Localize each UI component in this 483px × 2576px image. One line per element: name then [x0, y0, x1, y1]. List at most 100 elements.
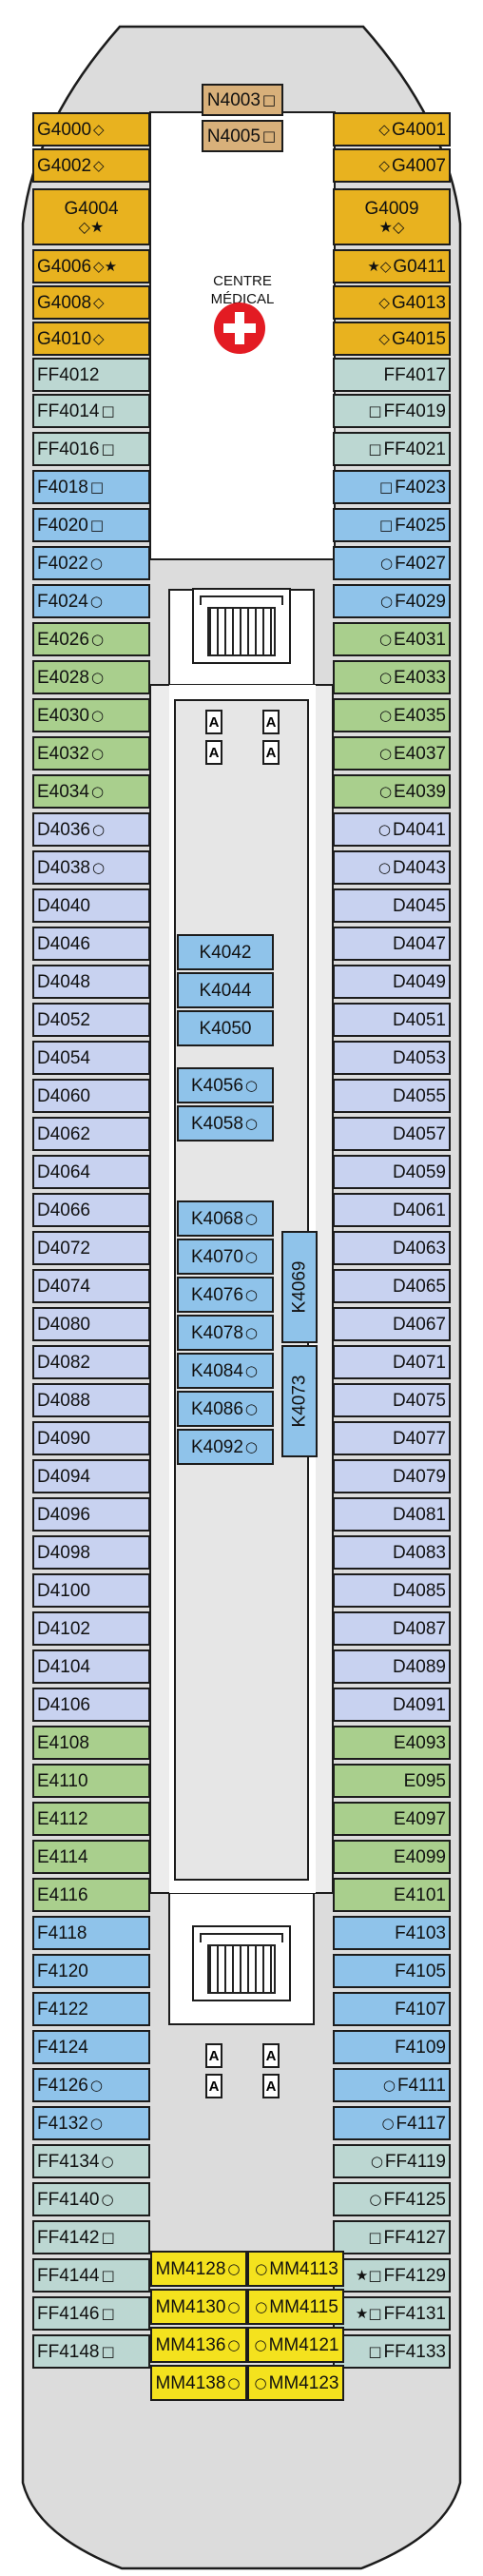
cabin-e4037[interactable]: ○E4037: [333, 736, 451, 771]
cabin-d4057[interactable]: D4057: [333, 1117, 451, 1151]
cabin-mm4113[interactable]: ○MM4113: [247, 2251, 344, 2287]
cabin-g4009[interactable]: G4009★◇: [333, 188, 451, 245]
cabin-e4030[interactable]: E4030○: [32, 698, 150, 732]
cabin-e4112[interactable]: E4112: [32, 1802, 150, 1836]
cabin-d4049[interactable]: D4049: [333, 965, 451, 999]
cabin-ff4140[interactable]: FF4140○: [32, 2182, 150, 2216]
cabin-e4033[interactable]: ○E4033: [333, 660, 451, 694]
cabin-f4111[interactable]: ○F4111: [333, 2068, 451, 2102]
cabin-d4054[interactable]: D4054: [32, 1041, 150, 1075]
cabin-d4090[interactable]: D4090: [32, 1421, 150, 1455]
cabin-d4087[interactable]: D4087: [333, 1611, 451, 1646]
cabin-f4027[interactable]: ○F4027: [333, 546, 451, 580]
cabin-k4070[interactable]: K4070○: [177, 1239, 274, 1275]
cabin-f4018[interactable]: F4018□: [32, 470, 150, 504]
cabin-f4024[interactable]: F4024○: [32, 584, 150, 618]
cabin-d4048[interactable]: D4048: [32, 965, 150, 999]
cabin-d4063[interactable]: D4063: [333, 1231, 451, 1265]
cabin-f4107[interactable]: F4107: [333, 1992, 451, 2026]
cabin-k4073[interactable]: K4073: [281, 1345, 318, 1457]
cabin-e4101[interactable]: E4101: [333, 1878, 451, 1912]
cabin-d4046[interactable]: D4046: [32, 927, 150, 961]
cabin-d4094[interactable]: D4094: [32, 1459, 150, 1493]
cabin-ff4016[interactable]: FF4016□: [32, 432, 150, 466]
cabin-f4126[interactable]: F4126○: [32, 2068, 150, 2102]
cabin-f4120[interactable]: F4120: [32, 1954, 150, 1988]
cabin-d4064[interactable]: D4064: [32, 1155, 150, 1189]
cabin-k4068[interactable]: K4068○: [177, 1200, 274, 1237]
cabin-d4091[interactable]: D4091: [333, 1688, 451, 1722]
cabin-ff4129[interactable]: ★□FF4129: [333, 2258, 451, 2293]
cabin-k4084[interactable]: K4084○: [177, 1353, 274, 1389]
cabin-g4001[interactable]: ◇G4001: [333, 112, 451, 146]
cabin-e4099[interactable]: E4099: [333, 1840, 451, 1874]
cabin-d4038[interactable]: D4038○: [32, 850, 150, 885]
cabin-d4098[interactable]: D4098: [32, 1535, 150, 1570]
cabin-d4060[interactable]: D4060: [32, 1079, 150, 1113]
cabin-g4004[interactable]: G4004◇★: [32, 188, 150, 245]
cabin-mm4136[interactable]: MM4136○: [150, 2327, 247, 2363]
cabin-mm4115[interactable]: ○MM4115: [247, 2289, 344, 2325]
cabin-d4071[interactable]: D4071: [333, 1345, 451, 1379]
cabin-f4118[interactable]: F4118: [32, 1916, 150, 1950]
cabin-d4079[interactable]: D4079: [333, 1459, 451, 1493]
cabin-f4132[interactable]: F4132○: [32, 2106, 150, 2140]
cabin-d4083[interactable]: D4083: [333, 1535, 451, 1570]
cabin-f4122[interactable]: F4122: [32, 1992, 150, 2026]
cabin-d4041[interactable]: ○D4041: [333, 812, 451, 847]
cabin-d4089[interactable]: D4089: [333, 1649, 451, 1684]
cabin-k4044[interactable]: K4044: [177, 972, 274, 1008]
cabin-d4051[interactable]: D4051: [333, 1003, 451, 1037]
cabin-d4040[interactable]: D4040: [32, 888, 150, 923]
cabin-d4065[interactable]: D4065: [333, 1269, 451, 1303]
cabin-g4010[interactable]: G4010◇: [32, 322, 150, 356]
cabin-e4031[interactable]: ○E4031: [333, 622, 451, 656]
cabin-e4116[interactable]: E4116: [32, 1878, 150, 1912]
cabin-n4003[interactable]: N4003□: [202, 84, 283, 116]
cabin-ff4134[interactable]: FF4134○: [32, 2144, 150, 2178]
cabin-e4097[interactable]: E4097: [333, 1802, 451, 1836]
cabin-d4067[interactable]: D4067: [333, 1307, 451, 1341]
cabin-g4007[interactable]: ◇G4007: [333, 148, 451, 183]
cabin-mm4123[interactable]: ○MM4123: [247, 2365, 344, 2401]
cabin-f4103[interactable]: F4103: [333, 1916, 451, 1950]
cabin-d4043[interactable]: ○D4043: [333, 850, 451, 885]
cabin-ff4012[interactable]: FF4012: [32, 358, 150, 392]
cabin-d4075[interactable]: D4075: [333, 1383, 451, 1417]
cabin-f4023[interactable]: □F4023: [333, 470, 451, 504]
cabin-e4026[interactable]: E4026○: [32, 622, 150, 656]
cabin-e4032[interactable]: E4032○: [32, 736, 150, 771]
cabin-f4124[interactable]: F4124: [32, 2030, 150, 2064]
cabin-ff4014[interactable]: FF4014□: [32, 394, 150, 428]
cabin-f4117[interactable]: ○F4117: [333, 2106, 451, 2140]
cabin-k4092[interactable]: K4092○: [177, 1429, 274, 1465]
cabin-e4034[interactable]: E4034○: [32, 774, 150, 809]
cabin-ff4017[interactable]: FF4017: [333, 358, 451, 392]
cabin-d4096[interactable]: D4096: [32, 1497, 150, 1532]
cabin-f4020[interactable]: F4020□: [32, 508, 150, 542]
cabin-ff4142[interactable]: FF4142□: [32, 2220, 150, 2254]
cabin-g4015[interactable]: ◇G4015: [333, 322, 451, 356]
cabin-d4085[interactable]: D4085: [333, 1573, 451, 1608]
cabin-d4066[interactable]: D4066: [32, 1193, 150, 1227]
cabin-e4110[interactable]: E4110: [32, 1764, 150, 1798]
cabin-g0411[interactable]: ★◇G0411: [333, 249, 451, 283]
cabin-ff4021[interactable]: □FF4021: [333, 432, 451, 466]
cabin-f4109[interactable]: F4109: [333, 2030, 451, 2064]
cabin-d4055[interactable]: D4055: [333, 1079, 451, 1113]
cabin-ff4146[interactable]: FF4146□: [32, 2296, 150, 2331]
cabin-mm4128[interactable]: MM4128○: [150, 2251, 247, 2287]
cabin-g4013[interactable]: ◇G4013: [333, 285, 451, 320]
cabin-d4077[interactable]: D4077: [333, 1421, 451, 1455]
cabin-d4062[interactable]: D4062: [32, 1117, 150, 1151]
cabin-ff4125[interactable]: ○FF4125: [333, 2182, 451, 2216]
cabin-g4000[interactable]: G4000◇: [32, 112, 150, 146]
cabin-d4106[interactable]: D4106: [32, 1688, 150, 1722]
cabin-d4100[interactable]: D4100: [32, 1573, 150, 1608]
cabin-e4028[interactable]: E4028○: [32, 660, 150, 694]
cabin-ff4148[interactable]: FF4148□: [32, 2334, 150, 2369]
cabin-g4006[interactable]: G4006◇★: [32, 249, 150, 283]
cabin-e4114[interactable]: E4114: [32, 1840, 150, 1874]
cabin-ff4144[interactable]: FF4144□: [32, 2258, 150, 2293]
cabin-ff4019[interactable]: □FF4019: [333, 394, 451, 428]
